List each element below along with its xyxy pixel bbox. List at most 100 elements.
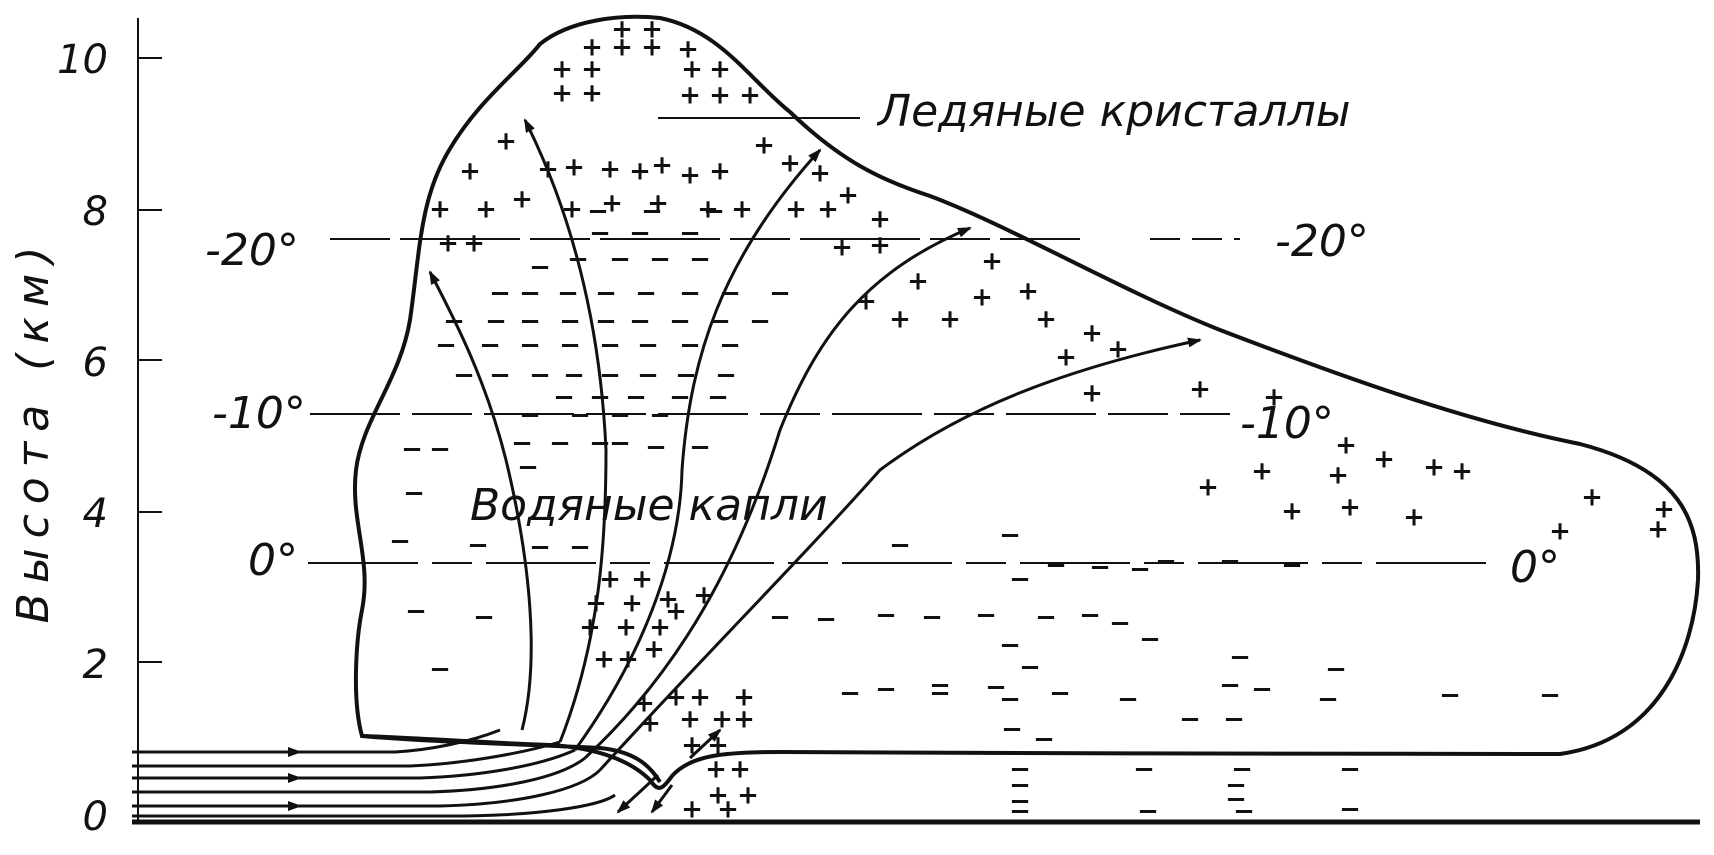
y-tick-label-4: 4 bbox=[83, 491, 108, 537]
positive-charge-mark: + bbox=[981, 247, 1003, 277]
negative-charge-mark: − bbox=[839, 679, 861, 709]
negative-charge-mark: − bbox=[637, 361, 659, 391]
isotherm-label-minus20-left: -20° bbox=[205, 225, 299, 276]
negative-charge-mark: − bbox=[557, 279, 579, 309]
negative-charge-mark: − bbox=[389, 527, 411, 557]
positive-charge-mark: + bbox=[551, 55, 573, 85]
negative-charge-mark: − bbox=[609, 401, 631, 431]
negative-charge-mark: − bbox=[1317, 685, 1339, 715]
positive-charge-mark: + bbox=[889, 305, 911, 335]
negative-charge-mark: − bbox=[1225, 771, 1247, 801]
positive-charge-mark: + bbox=[581, 55, 603, 85]
negative-charge-mark: − bbox=[1117, 685, 1139, 715]
positive-charge-mark: + bbox=[579, 613, 601, 643]
positive-charge-mark: + bbox=[809, 159, 831, 189]
updraft-arrow-3 bbox=[573, 148, 822, 751]
charge-markers: ++++++++++++++++++++++++++++++++++++++++… bbox=[389, 15, 1675, 837]
negative-charge-mark: − bbox=[999, 685, 1021, 715]
negative-charge-mark: − bbox=[1009, 565, 1031, 595]
negative-charge-mark: − bbox=[889, 531, 911, 561]
negative-charge-mark: − bbox=[1251, 675, 1273, 705]
negative-charge-mark: − bbox=[629, 307, 651, 337]
negative-charge-mark: − bbox=[403, 479, 425, 509]
negative-charge-mark: − bbox=[529, 361, 551, 391]
inflow-line-4 bbox=[132, 756, 586, 794]
positive-charge-mark: + bbox=[679, 161, 701, 191]
downdraft-arrow-left bbox=[616, 773, 660, 814]
positive-charge-mark: + bbox=[681, 55, 703, 85]
negative-charge-mark: − bbox=[1001, 715, 1023, 745]
negative-charge-mark: − bbox=[453, 361, 475, 391]
positive-charge-mark: + bbox=[681, 731, 703, 761]
negative-charge-mark: − bbox=[1049, 679, 1071, 709]
negative-charge-mark: − bbox=[599, 361, 621, 391]
negative-charge-mark: − bbox=[921, 603, 943, 633]
positive-charge-mark: + bbox=[729, 755, 751, 785]
positive-charge-mark: + bbox=[581, 33, 603, 63]
positive-charge-mark: + bbox=[855, 287, 877, 317]
negative-charge-mark: − bbox=[599, 331, 621, 361]
positive-charge-mark: + bbox=[615, 613, 637, 643]
positive-charge-mark: + bbox=[1653, 495, 1675, 525]
positive-charge-mark: + bbox=[697, 195, 719, 225]
negative-charge-mark: − bbox=[485, 307, 507, 337]
positive-charge-mark: + bbox=[561, 195, 583, 225]
positive-charge-mark: + bbox=[1423, 453, 1445, 483]
downdraft-arrows bbox=[616, 728, 722, 814]
water-drops-label: Водяные капли bbox=[470, 480, 828, 531]
negative-charge-mark: − bbox=[519, 331, 541, 361]
negative-charge-mark: − bbox=[1019, 653, 1041, 683]
negative-charge-mark: − bbox=[1137, 797, 1159, 827]
negative-charge-mark: − bbox=[719, 279, 741, 309]
negative-charge-mark: − bbox=[529, 253, 551, 283]
positive-charge-mark: + bbox=[665, 683, 687, 713]
isotherm-label-minus10-left: -10° bbox=[212, 388, 306, 439]
positive-charge-mark: + bbox=[665, 597, 687, 627]
negative-charge-mark: − bbox=[1233, 797, 1255, 827]
positive-charge-mark: + bbox=[641, 33, 663, 63]
positive-charge-mark: + bbox=[581, 79, 603, 109]
negative-charge-mark: − bbox=[595, 307, 617, 337]
positive-charge-mark: + bbox=[459, 157, 481, 187]
positive-charge-mark: + bbox=[1403, 503, 1425, 533]
negative-charge-mark: − bbox=[519, 279, 541, 309]
positive-charge-mark: + bbox=[1055, 343, 1077, 373]
negative-charge-mark: − bbox=[679, 219, 701, 249]
negative-charge-mark: − bbox=[645, 433, 667, 463]
negative-charge-mark: − bbox=[679, 279, 701, 309]
positive-charge-mark: + bbox=[639, 709, 661, 739]
negative-charge-mark: − bbox=[569, 533, 591, 563]
positive-charge-mark: + bbox=[971, 283, 993, 313]
negative-charge-mark: − bbox=[1033, 725, 1055, 755]
positive-charge-mark: + bbox=[1327, 461, 1349, 491]
updraft-arrow-4 bbox=[583, 226, 972, 760]
positive-charge-mark: + bbox=[709, 55, 731, 85]
positive-charge-mark: + bbox=[681, 795, 703, 825]
negative-charge-mark: − bbox=[1009, 787, 1031, 817]
negative-charge-mark: − bbox=[429, 655, 451, 685]
positive-charge-mark: + bbox=[1335, 431, 1357, 461]
isotherm-label-zero-right: 0° bbox=[1510, 542, 1560, 593]
downdraft-arrow-right bbox=[650, 784, 674, 814]
positive-charge-mark: + bbox=[641, 15, 663, 45]
negative-charge-mark: − bbox=[1223, 705, 1245, 735]
negative-charge-mark: − bbox=[675, 361, 697, 391]
negative-charge-mark: − bbox=[649, 401, 671, 431]
positive-charge-mark: + bbox=[1251, 457, 1273, 487]
negative-charge-mark: − bbox=[559, 331, 581, 361]
negative-charge-mark: − bbox=[549, 429, 571, 459]
y-tick-label-6: 6 bbox=[83, 340, 108, 386]
positive-charge-mark: + bbox=[679, 705, 701, 735]
negative-charge-mark: − bbox=[679, 331, 701, 361]
negative-charge-mark: − bbox=[1339, 795, 1361, 825]
negative-charge-mark: − bbox=[625, 383, 647, 413]
positive-charge-mark: + bbox=[753, 131, 775, 161]
negative-charge-mark: − bbox=[519, 307, 541, 337]
positive-charge-mark: + bbox=[1189, 375, 1211, 405]
negative-charge-mark: − bbox=[559, 307, 581, 337]
negative-charge-mark: − bbox=[1231, 755, 1253, 785]
negative-charge-mark: − bbox=[489, 279, 511, 309]
positive-charge-mark: + bbox=[1647, 515, 1669, 545]
positive-charge-mark: + bbox=[731, 195, 753, 225]
positive-charge-mark: + bbox=[651, 151, 673, 181]
